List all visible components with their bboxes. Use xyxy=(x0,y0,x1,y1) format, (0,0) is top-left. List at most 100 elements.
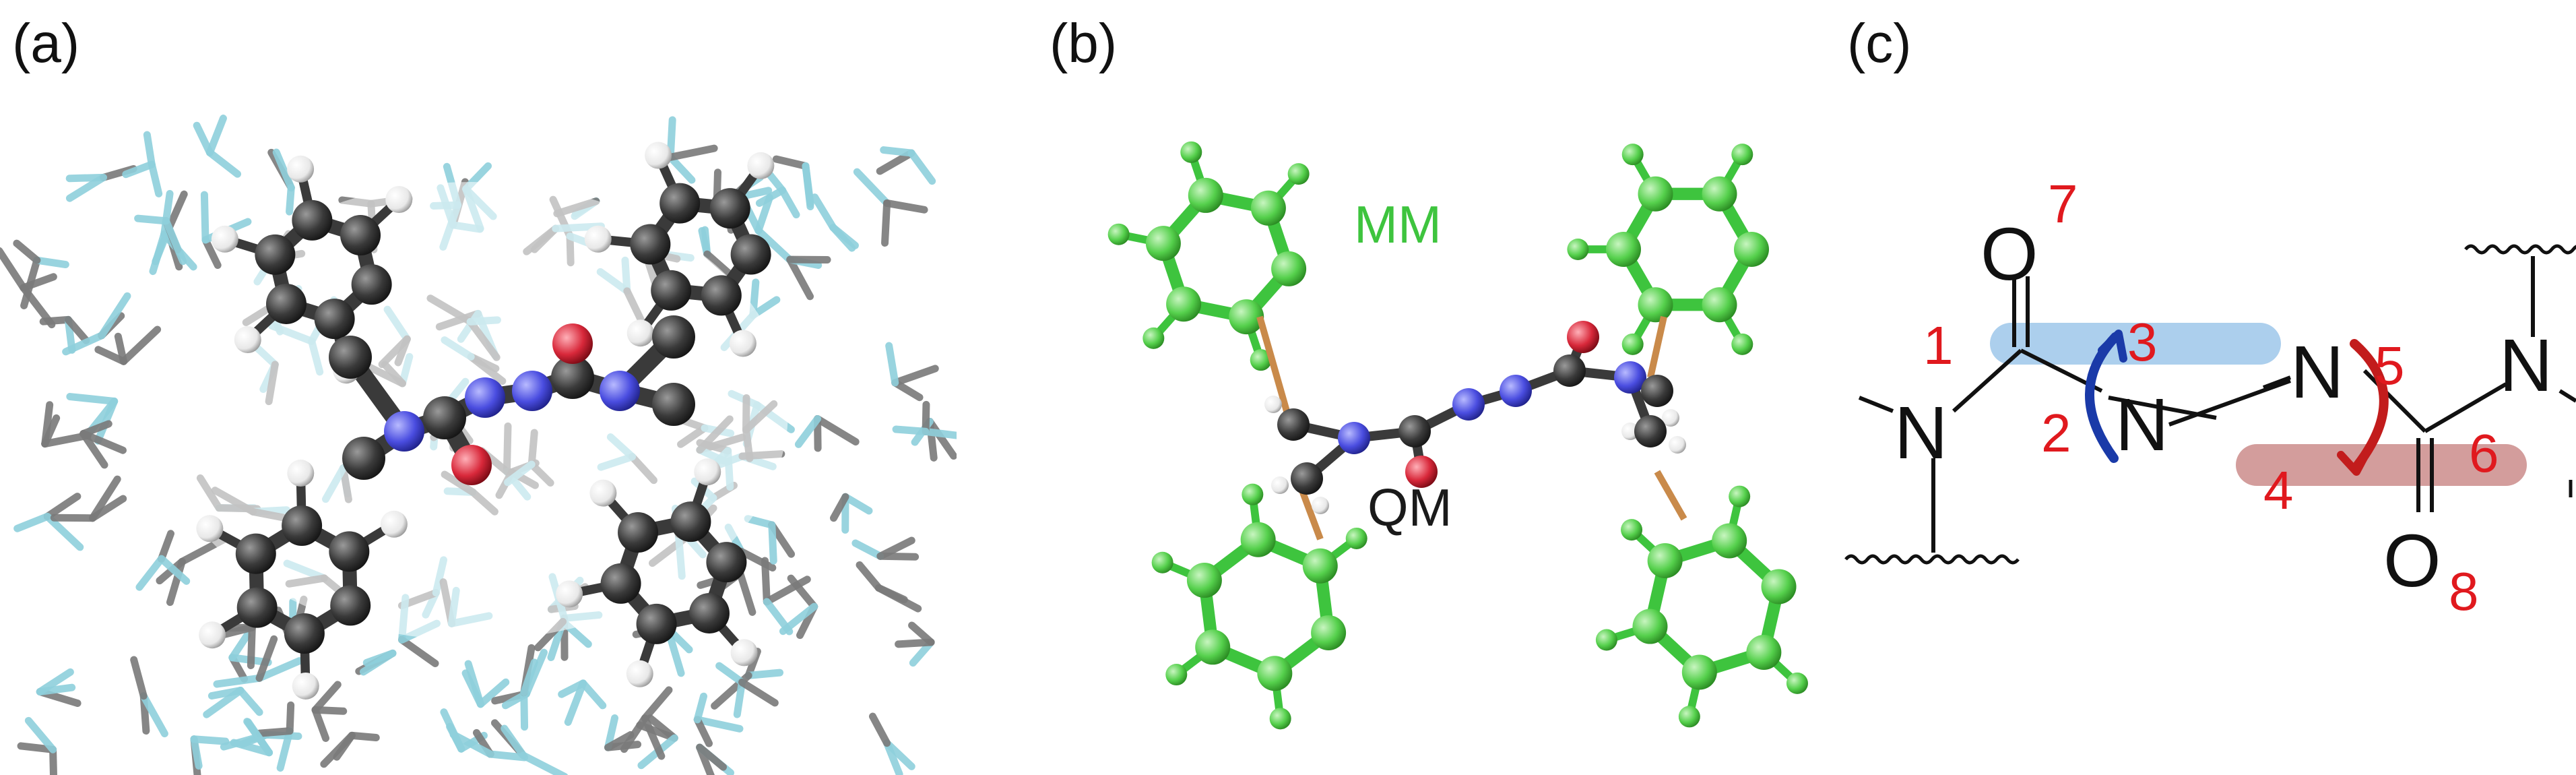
solvent-stick xyxy=(190,735,230,745)
solvent-stick xyxy=(62,332,106,356)
solvent-stick xyxy=(772,155,810,170)
hydrogen-atom xyxy=(234,326,261,353)
hydrogen-atom xyxy=(287,460,315,487)
carbon-atom xyxy=(1311,615,1347,650)
carbon-atom xyxy=(1761,569,1797,604)
hydrogen-atom xyxy=(747,152,775,179)
hydrogen-atom xyxy=(1151,551,1173,574)
solvent-stick xyxy=(20,284,56,329)
solvent-stick xyxy=(255,635,278,682)
panel-c-label: (c) xyxy=(1847,13,1912,74)
carbon-atom xyxy=(630,224,671,265)
solute-molecule xyxy=(196,142,775,700)
solvent-stick xyxy=(0,247,28,292)
solvent-stick xyxy=(200,191,210,244)
solvent-stick xyxy=(880,146,915,157)
solvent-stick xyxy=(641,686,673,722)
qm-atom xyxy=(1614,361,1646,394)
solvent-stick xyxy=(876,536,915,560)
solvent-stick xyxy=(64,315,90,344)
atom-index-2: 2 xyxy=(2041,403,2071,463)
solvent-stick xyxy=(236,687,263,716)
solvent-stick xyxy=(230,739,273,757)
solvent-stick xyxy=(693,692,708,724)
carbon-atom xyxy=(1186,563,1222,598)
solvent-stick xyxy=(768,521,777,565)
solvent-stick xyxy=(564,679,587,726)
carbon-atom xyxy=(1606,232,1641,267)
solvent-stick xyxy=(205,148,242,178)
qm-hydrogen xyxy=(1662,409,1679,427)
carbon-atom xyxy=(618,512,659,553)
solvent-stick xyxy=(149,230,168,276)
hydrogen-atom xyxy=(1786,672,1808,694)
solvent-stick xyxy=(891,379,924,402)
solvent-stick xyxy=(763,598,794,636)
solvent-stick xyxy=(272,148,295,192)
solvent-stick xyxy=(501,724,527,760)
qm-atom xyxy=(1641,375,1673,407)
solvent-stick xyxy=(841,493,873,515)
solvent-stick xyxy=(33,256,69,269)
wavy-break-top xyxy=(2464,244,2576,255)
core-atom xyxy=(552,323,593,364)
panel-c: (c) N O N N N xyxy=(1819,0,2576,775)
panel-a-label: (a) xyxy=(12,13,80,74)
solvent-stick xyxy=(892,425,930,435)
atom-index-5: 5 xyxy=(2375,336,2405,396)
carbon-atom xyxy=(636,603,677,644)
solvent-stick xyxy=(449,731,494,758)
carbon-atom xyxy=(1166,286,1202,322)
backbone-bonds xyxy=(1858,256,2576,553)
qm-hydrogen xyxy=(1669,436,1686,454)
dihedral-scheme: N O N N N O 1 2 3 4 5 6 7 8 xyxy=(1844,174,2576,621)
solvent-stick xyxy=(247,623,256,669)
solvent-stick xyxy=(348,731,380,742)
atom-o-top: O xyxy=(1981,213,2038,296)
carbon-atom xyxy=(1746,634,1782,670)
solvent-stick xyxy=(464,660,484,708)
hydrogen-atom xyxy=(1729,485,1751,507)
qm-mm-molecule xyxy=(1107,141,1808,730)
qm-mm-link-bond xyxy=(1654,470,1687,521)
qm-atom xyxy=(1398,415,1431,447)
hydrogen-atom xyxy=(584,225,612,253)
carbon-atom xyxy=(1302,548,1338,584)
carbon-atom xyxy=(1734,232,1769,267)
carbon-atom xyxy=(1702,176,1737,212)
wavy-break-bottom xyxy=(1844,554,2020,565)
solvent-stick xyxy=(755,186,787,207)
solvent-stick xyxy=(744,515,776,529)
solvent-stick xyxy=(604,714,619,751)
hydrogen-atom xyxy=(380,510,408,538)
atom-index-8: 8 xyxy=(2449,561,2479,621)
solvent-stick xyxy=(49,745,57,775)
solvent-stick xyxy=(868,712,891,747)
solvent-stick xyxy=(922,427,957,439)
solvent-stick xyxy=(885,342,899,387)
hydrogen-atom xyxy=(626,660,653,687)
carbon-atom xyxy=(1145,226,1181,261)
carbon-atom xyxy=(1712,523,1747,559)
solvent-stick xyxy=(763,576,811,606)
solvent-stick xyxy=(286,184,295,216)
hydrogen-atom xyxy=(589,479,617,507)
core-atom xyxy=(451,445,492,485)
core-atom xyxy=(342,437,385,480)
solvent-stick xyxy=(134,214,170,225)
carbon-atom xyxy=(330,585,371,626)
hydrogen-atom xyxy=(1731,333,1753,355)
hydrogen-atom xyxy=(1180,141,1202,163)
carbon-atom xyxy=(1229,299,1264,335)
solvent-stick xyxy=(802,162,814,208)
core-atom xyxy=(551,356,594,399)
carbon-atom xyxy=(1702,287,1737,323)
solvent-stick xyxy=(794,415,822,448)
solvent-stick xyxy=(190,735,203,770)
carbon-atom xyxy=(1632,609,1668,644)
hydrogen-atom xyxy=(1269,708,1291,730)
carbon-atom xyxy=(282,505,323,547)
carbon-atom xyxy=(730,234,771,275)
solvent-stick xyxy=(166,557,186,607)
carbon-atom xyxy=(709,188,750,229)
